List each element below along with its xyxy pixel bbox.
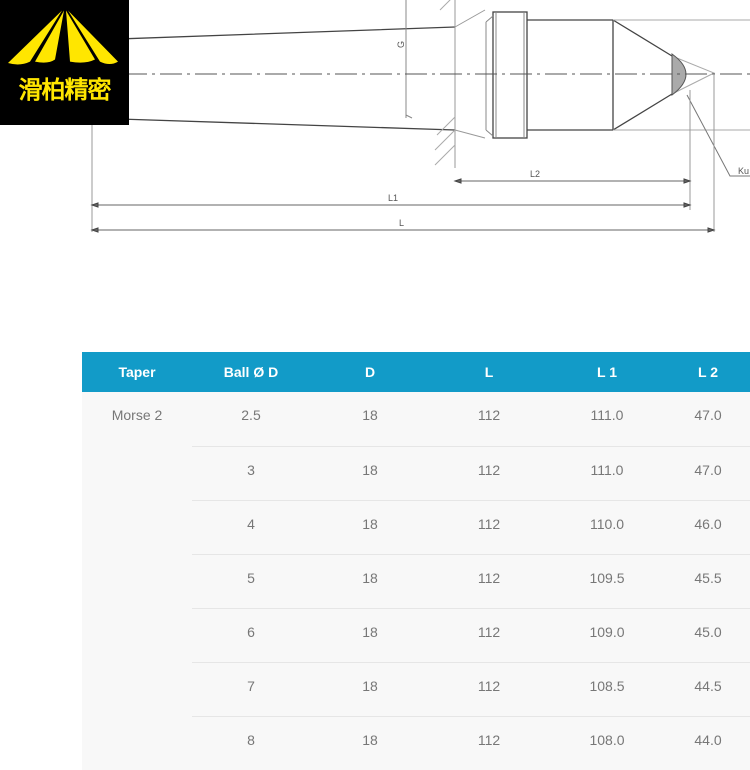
table-cell: 112 — [430, 499, 548, 554]
column-header: D — [310, 352, 430, 392]
column-header: Ball Ø D — [192, 352, 310, 392]
table-cell: 112 — [430, 445, 548, 500]
table-cell: 18 — [310, 553, 430, 608]
table-cell: 44.0 — [666, 715, 750, 770]
dim-label-l2: L2 — [530, 169, 540, 179]
column-header: L 2 — [666, 352, 750, 392]
table-cell: 108.5 — [548, 661, 666, 716]
dim-label-g: G — [396, 41, 406, 48]
table-cell: 4 — [192, 499, 310, 554]
table-cell: 8 — [192, 715, 310, 770]
table-cell: 6 — [192, 607, 310, 662]
column-header: L — [430, 352, 548, 392]
dim-label-ku: Ku — [738, 166, 749, 176]
table-cell: 18 — [310, 607, 430, 662]
dim-label-l: L — [399, 218, 404, 228]
logo: 滑柏精密 — [0, 0, 129, 125]
table-cell: 110.0 — [548, 499, 666, 554]
table-cell: 109.5 — [548, 553, 666, 608]
table-cell: 46.0 — [666, 499, 750, 554]
table-cell: 18 — [310, 499, 430, 554]
table-cell: 18 — [362, 407, 378, 423]
table-cell: 47.0 — [694, 407, 722, 423]
table-cell: 3 — [192, 445, 310, 500]
taper-cell — [82, 500, 192, 554]
column-header: L 1 — [548, 352, 666, 392]
taper-cell — [82, 662, 192, 716]
taper-cell: Morse 2 — [111, 407, 163, 423]
table-cell: 112 — [430, 661, 548, 716]
table-cell: 7 — [192, 661, 310, 716]
table-cell: 109.0 — [548, 607, 666, 662]
logo-mark-icon — [8, 10, 118, 65]
table-cell: 111.0 — [590, 407, 624, 423]
dim-label-l1: L1 — [388, 193, 398, 203]
table-cell: 112 — [430, 607, 548, 662]
taper-cell — [82, 716, 192, 770]
table-cell: 47.0 — [666, 445, 750, 500]
table-cell: 5 — [192, 553, 310, 608]
table-cell: 111.0 — [548, 445, 666, 500]
table-cell: 2.5 — [241, 407, 261, 423]
technical-drawing: G L2 L1 L Ku — [89, 0, 750, 233]
taper-cell — [82, 608, 192, 662]
table-cell: 44.5 — [666, 661, 750, 716]
table-cell: 18 — [310, 661, 430, 716]
taper-cell — [82, 554, 192, 608]
table-cell: 112 — [477, 407, 501, 423]
taper-cell — [82, 446, 192, 500]
table-cell: 45.0 — [666, 607, 750, 662]
logo-text: 滑柏精密 — [18, 76, 112, 104]
table-cell: 45.5 — [666, 553, 750, 608]
table-cell: 108.0 — [548, 715, 666, 770]
table-cell: 112 — [430, 553, 548, 608]
table-cell: 112 — [430, 715, 548, 770]
table-cell: 18 — [310, 715, 430, 770]
column-header: Taper — [82, 352, 192, 392]
table-row: Morse 2 2.5 18 112 111.0 47.0 — [82, 392, 750, 446]
table-cell: 18 — [310, 445, 430, 500]
